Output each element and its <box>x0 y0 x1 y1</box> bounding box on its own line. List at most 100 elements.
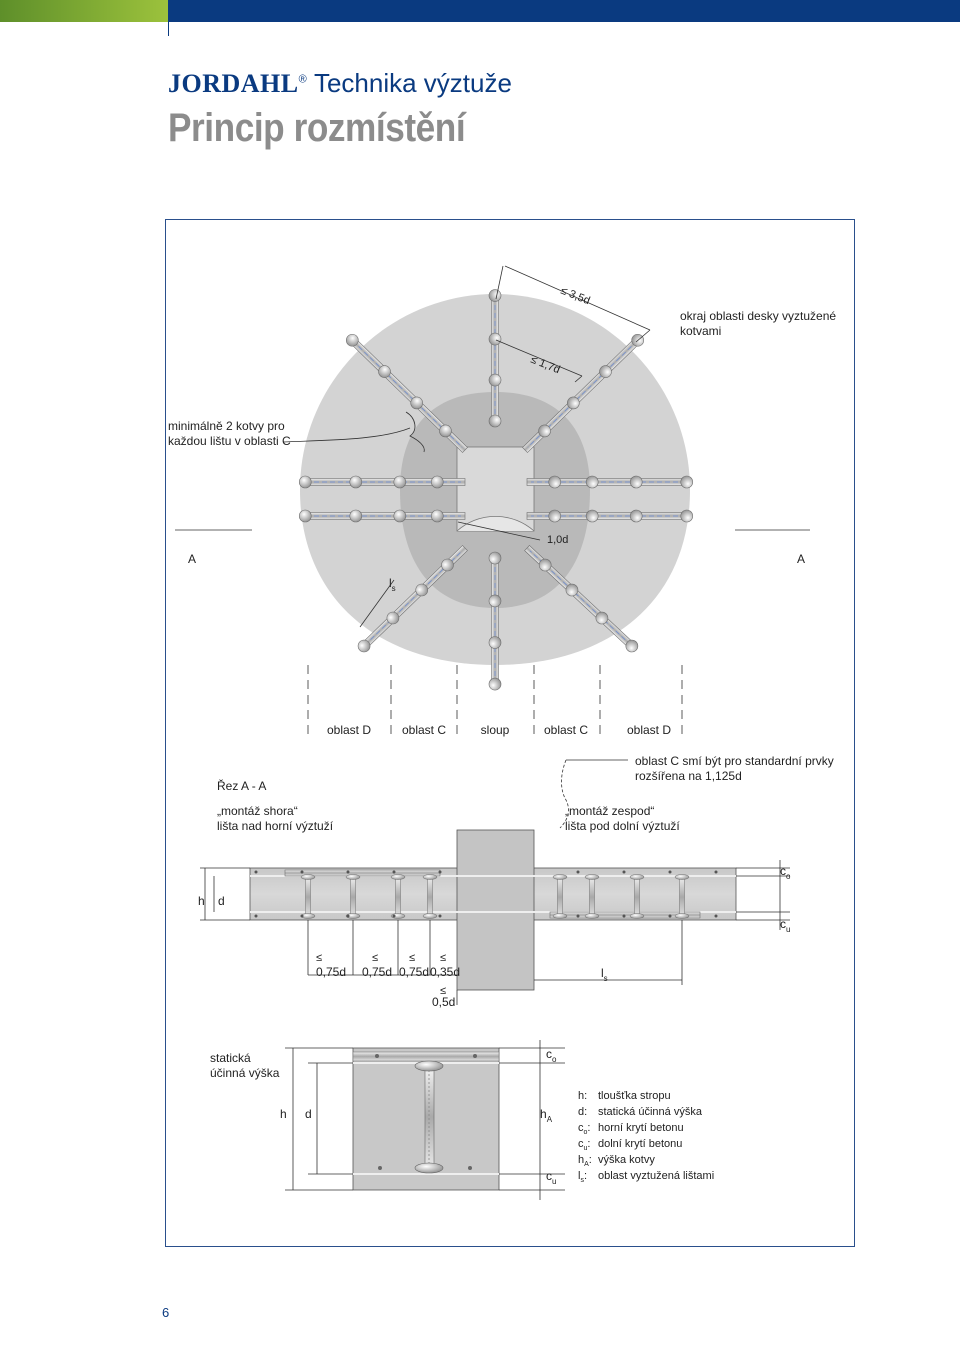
page-title: Princip rozmístění <box>168 106 466 150</box>
top-bar-accent <box>0 0 168 22</box>
legend-text-ls: oblast vyztužená lištami <box>598 1170 714 1182</box>
anchor-stud <box>585 509 599 523</box>
anchor-stud <box>538 558 552 572</box>
anchor-stud <box>427 875 433 919</box>
anchor-stud <box>441 558 454 572</box>
detail-anchor-head-bottom <box>414 1162 444 1174</box>
section-d: d <box>218 894 225 908</box>
anchor-stud <box>393 509 407 523</box>
le-symbol-5: ≤ <box>440 985 446 997</box>
rail-e-upper <box>526 475 694 489</box>
dim-075d-2: 0,75d <box>362 965 392 979</box>
anchor-stud <box>350 875 356 919</box>
anchor-stud <box>629 475 643 489</box>
anchor-stud <box>679 875 685 919</box>
le-symbol-1: ≤ <box>316 952 322 964</box>
anchor-stud <box>357 639 371 653</box>
dim-05d: 0,5d <box>432 995 455 1009</box>
legend-text-co: horní krytí betonu <box>598 1122 684 1134</box>
anchor-stud <box>386 611 400 625</box>
anchor-stud <box>488 414 502 428</box>
brand-subtitle: Technika výztuže <box>313 68 512 98</box>
section-mark-right: A <box>797 552 805 566</box>
legend-sym-cu: cu: <box>578 1138 590 1152</box>
rail-se <box>524 545 639 653</box>
anchor-stud <box>395 875 401 919</box>
rail-s <box>488 551 502 691</box>
legend-text-d: statická účinná výška <box>598 1106 703 1118</box>
detail-co: co <box>546 1047 557 1064</box>
plan-rails <box>298 289 694 691</box>
section-h: h <box>198 894 205 908</box>
anchor-stud <box>557 875 563 919</box>
section-view: Řez A - A oblast C smí být pro standardn… <box>198 754 834 1009</box>
anchor-stud <box>488 594 502 608</box>
edge-note-line2: kotvami <box>680 324 721 338</box>
legend-text-h: tloušťka stropu <box>598 1090 671 1102</box>
dim-035d: 0,35d <box>430 965 460 979</box>
top-bar <box>168 0 960 22</box>
zone-label-d-right: oblast D <box>627 723 671 737</box>
anchor-stud <box>410 396 424 410</box>
top-bar-divider <box>168 22 169 36</box>
anchor-stud <box>488 332 502 346</box>
zone-label-column: sloup <box>481 723 510 737</box>
section-title: Řez A - A <box>217 778 266 793</box>
legend: h: tloušťka stropu d: statická účinná vý… <box>578 1090 714 1184</box>
static-depth-line1: statická <box>210 1051 251 1065</box>
ls-plan-label: ls <box>389 576 396 593</box>
rail-w-lower <box>298 509 466 523</box>
column-quarter-arc <box>456 515 535 532</box>
brand-logo: JORDAHL <box>168 69 299 98</box>
le-symbol-4: ≤ <box>440 952 446 964</box>
rail-nw <box>345 333 468 453</box>
anchor-stud <box>439 424 452 438</box>
top-mount-line1: „montáž shora“ <box>217 804 298 818</box>
detail-d: d <box>305 1107 312 1121</box>
legend-sym-ha: hA: <box>578 1154 592 1168</box>
detail-cu: cu <box>546 1169 556 1186</box>
anchor-stud <box>680 509 694 523</box>
rail-w-upper <box>298 475 466 489</box>
registered-mark: ® <box>298 73 307 86</box>
section-co: co <box>780 864 791 881</box>
anchor-stud <box>378 365 391 378</box>
edge-note-line1: okraj oblasti desky vyztužené <box>680 309 836 323</box>
column-section <box>456 829 535 991</box>
anchor-stud <box>634 875 640 919</box>
anchor-stud <box>680 475 694 489</box>
bottom-mount-line1: „montáž zespod“ <box>565 804 654 818</box>
c-extension-line2: rozšířena na 1,125d <box>635 769 742 783</box>
anchor-stud <box>599 365 612 378</box>
plan-view: ≤ 3,5d ≤ 1,7d 1,0d okraj oblasti desky v… <box>168 265 836 691</box>
anchor-stud <box>595 611 609 625</box>
rail-e-lower <box>526 509 694 523</box>
min-anchors-line1: minimálně 2 kotvy pro <box>168 419 285 433</box>
dim-075d-1: 0,75d <box>316 965 346 979</box>
anchor-stud <box>298 475 312 489</box>
section-ls: ls <box>601 966 608 983</box>
le-symbol-3: ≤ <box>409 952 415 964</box>
dim-3-5d: ≤ 3,5d <box>559 285 592 308</box>
anchor-stud <box>566 396 580 410</box>
c-extension-line1: oblast C smí být pro standardní prvky <box>635 754 834 768</box>
figure-frame <box>165 219 855 1247</box>
anchor-stud <box>565 583 579 597</box>
section-rails <box>254 869 718 919</box>
rail-n <box>488 289 502 428</box>
anchor-stud <box>298 509 312 523</box>
dim-1-0d: 1,0d <box>547 534 568 546</box>
anchor-stud <box>585 475 599 489</box>
top-mount-line2: lišta nad horní výztuží <box>217 819 334 833</box>
anchor-stud <box>548 509 562 523</box>
anchor-stud <box>393 475 407 489</box>
legend-text-ha: výška kotvy <box>598 1154 655 1166</box>
detail-h: h <box>280 1107 287 1121</box>
zone-label-c-left: oblast C <box>402 723 446 737</box>
anchor-stud <box>538 424 551 438</box>
anchor-stud <box>345 333 359 347</box>
anchor-stud <box>488 636 502 649</box>
anchor-stud <box>349 475 363 489</box>
dim-075d-3: 0,75d <box>399 965 429 979</box>
zone-label-c-right: oblast C <box>544 723 588 737</box>
